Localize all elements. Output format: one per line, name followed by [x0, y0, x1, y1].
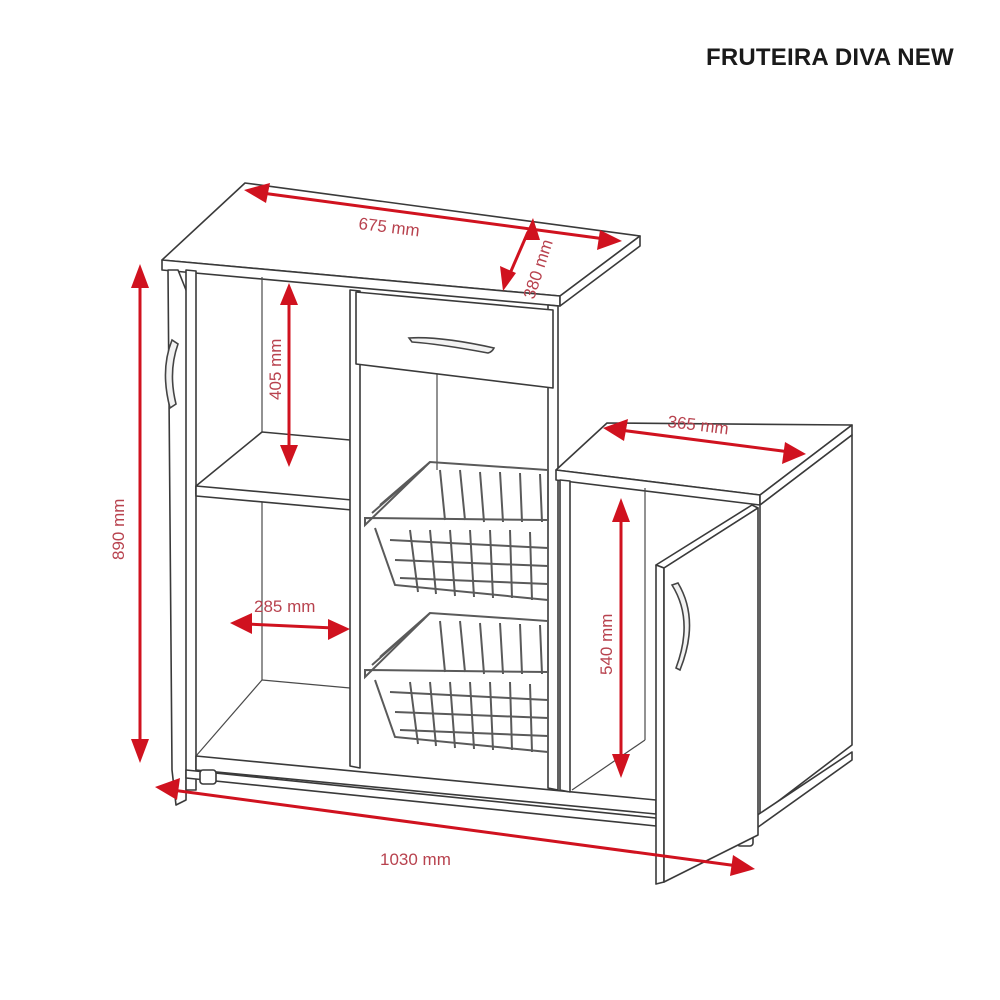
dim-niche-width: 285 mm	[254, 597, 315, 616]
dim-total-height: 890 mm	[109, 499, 128, 560]
wire-basket-upper	[364, 460, 549, 601]
dim-total-width: 1030 mm	[380, 850, 451, 869]
product-title: FRUTEIRA DIVA NEW	[706, 44, 954, 71]
dimension-lines	[131, 183, 806, 876]
dim-side-cabinet-height: 540 mm	[597, 614, 616, 675]
dim-upper-niche-height: 405 mm	[266, 339, 285, 400]
main-top	[161, 182, 641, 297]
side-cabinet	[555, 422, 853, 885]
drawer-handle	[407, 336, 496, 354]
wire-basket-lower	[364, 611, 549, 753]
right-door-handle	[670, 582, 691, 672]
foot	[199, 769, 217, 785]
main-cabinet	[161, 182, 657, 827]
left-door-handle	[164, 338, 179, 410]
right-door	[663, 507, 759, 883]
